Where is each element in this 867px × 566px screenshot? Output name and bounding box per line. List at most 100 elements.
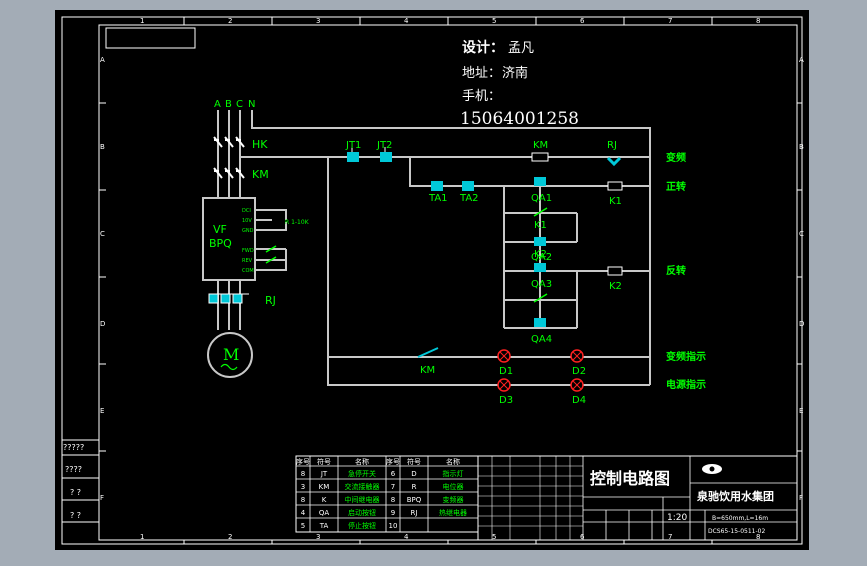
border-row-labels-left: A B C D E F <box>100 56 105 502</box>
stop-button-ta1-label: TA1 <box>428 193 448 204</box>
legend-cell: 8 <box>301 496 305 504</box>
row-label: F <box>799 494 803 502</box>
col-label: 1 <box>140 533 144 541</box>
k1-coil <box>607 181 623 191</box>
vfd-terminal: REV <box>242 258 253 264</box>
breaker-hk <box>213 136 245 148</box>
legend-cell: QA <box>319 509 330 517</box>
legend-cell: 交流接触器 <box>345 482 380 491</box>
design-name: 孟凡 <box>508 41 534 56</box>
row-label: B <box>100 143 105 151</box>
drawing-title: 控制电路图 <box>590 469 670 488</box>
border-row-labels-right: A B C D E F <box>799 56 804 502</box>
legend-cell: 变频器 <box>443 495 464 504</box>
stop-button-ta2[interactable]: TA2 <box>459 181 479 204</box>
legend-cell: R <box>412 483 417 491</box>
start-button-qa3[interactable]: QA3 <box>531 263 552 290</box>
contactor-km-main <box>213 167 245 179</box>
legend-cell: 热继电器 <box>439 508 467 517</box>
legend-cell: 3 <box>301 483 305 491</box>
phase-a-label: A <box>214 99 221 110</box>
start-button-qa1-label: QA1 <box>531 193 552 204</box>
margin-mark: ? ? <box>70 511 81 520</box>
motor-symbol <box>207 332 253 378</box>
drawing-number: DCS65-15-0511-02 <box>708 528 765 535</box>
vfd-terminal: GND <box>242 228 254 234</box>
km-aux-label: KM <box>420 365 435 376</box>
title-block: 控制电路图 泉驰饮用水集团 1:20 B=650mm,L=16m DCS65-1… <box>477 455 798 541</box>
lamp-d4-label: D4 <box>572 395 586 406</box>
legend-cell: 7 <box>391 483 395 491</box>
legend-cell: TA <box>319 522 329 530</box>
row-label: F <box>100 494 104 502</box>
start-button-qa1[interactable]: QA1 <box>531 177 552 204</box>
col-label: 8 <box>756 17 760 25</box>
vfd-terminal-labels: DCI 10V GND FWD REV COM <box>242 208 254 274</box>
legend-cell: D <box>411 470 416 478</box>
lamp-d4: D4 <box>570 378 586 406</box>
legend-cell: 启动按钮 <box>348 508 376 517</box>
lamp-d1: D1 <box>497 349 513 377</box>
company-logo-icon <box>702 464 722 474</box>
estop-jt2-label: JT2 <box>376 140 392 151</box>
lamp-d3: D3 <box>497 378 513 406</box>
motor-ac-wave <box>220 363 238 371</box>
estop-jt2[interactable]: JT2 <box>376 140 392 162</box>
stop-button-ta2-label: TA2 <box>459 193 479 204</box>
title-block-outline <box>477 455 798 541</box>
col-label: 2 <box>228 17 232 25</box>
stop-button-ta1[interactable]: TA1 <box>428 181 448 204</box>
vfd-fwd-rev-contacts <box>265 245 277 264</box>
design-label: 设计： <box>462 39 504 56</box>
drawing-background <box>55 10 809 550</box>
legend-header-cell: 序号 <box>296 457 310 466</box>
thermal-relay-rj-label: RJ <box>265 294 276 307</box>
legend-header-cell: 符号 <box>317 457 331 466</box>
row-label: C <box>799 230 804 238</box>
label-vfd: 变频 <box>666 151 686 164</box>
rj-contact-label: RJ <box>607 140 617 151</box>
address-label: 地址： <box>462 66 501 81</box>
border-column-labels-bottom: 1 2 3 4 5 6 7 8 <box>140 533 760 541</box>
designer-info: 设计： 孟凡 地址： 济南 手机： 15064001258 <box>460 39 579 129</box>
revision-grid <box>478 456 583 540</box>
k1-coil-label: K1 <box>609 196 622 207</box>
label-power-indicator: 电源指示 <box>666 378 706 391</box>
k1-hold-label: K1 <box>534 220 547 231</box>
vfd-terminal: 10V <box>242 218 252 224</box>
phase-b-label: B <box>225 99 232 110</box>
col-label: 3 <box>316 533 320 541</box>
legend-cell: BPQ <box>407 496 422 504</box>
legend-header-cell: 序号 <box>386 457 400 466</box>
row-label: A <box>100 56 105 64</box>
row-label: C <box>100 230 105 238</box>
col-label: 7 <box>668 533 672 541</box>
control-circuit: JT1 JT2 KM RJ TA1 TA2 QA1 K1 <box>327 140 706 406</box>
control-wires <box>327 157 650 386</box>
col-label: 1 <box>140 17 144 25</box>
label-vfd-indicator: 变频指示 <box>666 350 706 363</box>
legend-cell: 10 <box>389 522 398 530</box>
border-column-labels-top: 1 2 3 4 5 6 7 8 <box>140 17 760 25</box>
legend-cell: 8 <box>391 496 395 504</box>
col-label: 3 <box>316 17 320 25</box>
motor-label: M <box>223 345 239 364</box>
potentiometer-label: R 1-10K <box>285 219 310 226</box>
col-label: 5 <box>492 17 496 25</box>
start-button-qa4[interactable]: QA4 <box>531 318 552 345</box>
legend-cell: KM <box>319 483 330 491</box>
row-label: E <box>799 407 803 415</box>
title-block-grid <box>582 456 797 540</box>
corner-box <box>105 27 196 49</box>
start-button-qa4-label: QA4 <box>531 334 552 345</box>
k1-hold-contact <box>533 207 548 217</box>
col-label: 4 <box>404 17 409 25</box>
col-label: 6 <box>580 533 585 541</box>
estop-jt1[interactable]: JT1 <box>345 140 361 162</box>
legend-cell: 指示灯 <box>443 469 464 478</box>
start-button-qa2[interactable]: QA2 <box>531 237 552 263</box>
